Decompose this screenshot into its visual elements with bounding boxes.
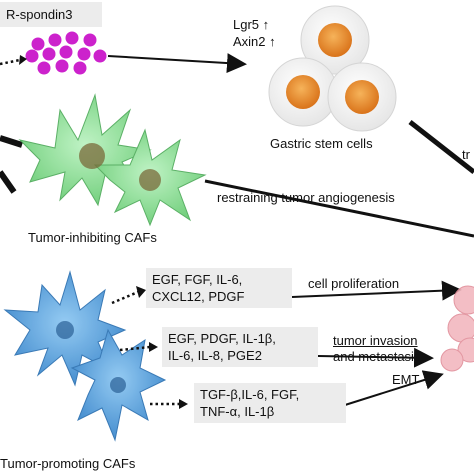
effect-emt: EMT xyxy=(392,372,420,387)
restraining-label: restraining tumor angiogenesis xyxy=(217,190,395,205)
effect-cell-proliferation: cell proliferation xyxy=(308,276,400,291)
effect-tumor-invasion: tumor invasion xyxy=(333,333,418,348)
factor-box-3-line-2: TNF-α, IL-1β xyxy=(200,404,275,419)
stem-cells-label: Gastric stem cells xyxy=(270,136,373,151)
factor-box-1: EGF, FGF, IL-6, CXCL12, PDGF xyxy=(146,268,292,308)
gastric-stem-cells xyxy=(268,5,397,132)
factor-box-3: TGF-β,IL-6, FGF, TNF-α, IL-1β xyxy=(194,383,346,423)
arrow-stem-to-right xyxy=(408,120,474,174)
inhibit-caf-label: Tumor-inhibiting CAFs xyxy=(28,230,157,245)
arrow-left-lower xyxy=(0,170,17,194)
arrow-to-stem xyxy=(107,53,247,74)
marker-axin2: Axin2 ↑ xyxy=(233,34,276,49)
rspondin-label-box: R-spondin3 xyxy=(0,2,102,27)
effect-metastasis: and metastasis xyxy=(333,349,421,364)
rspondin-dots xyxy=(25,31,107,75)
factor-box-3-line-1: TGF-β,IL-6, FGF, xyxy=(200,387,300,402)
factor-box-2: EGF, PDGF, IL-1β, IL-6, IL-8, PGE2 xyxy=(162,327,318,367)
factor-box-1-line-1: EGF, FGF, IL-6, xyxy=(152,272,243,287)
rspondin-label: R-spondin3 xyxy=(6,7,73,22)
marker-lgr5: Lgr5 ↑ xyxy=(233,17,270,32)
tumor-cells xyxy=(440,285,474,372)
promote-caf-cells xyxy=(3,270,167,442)
factor-box-1-line-2: CXCL12, PDGF xyxy=(152,289,245,304)
factor-box-2-line-2: IL-6, IL-8, PGE2 xyxy=(168,348,262,363)
dotted-arrow-left xyxy=(0,58,21,66)
arrow-restraining xyxy=(204,179,474,238)
inhibit-caf-cells xyxy=(18,93,207,227)
factor-box-2-line-1: EGF, PDGF, IL-1β, xyxy=(168,331,276,346)
promote-caf-label: Tumor-promoting CAFs xyxy=(0,456,136,471)
arrow-left-upper xyxy=(0,135,23,148)
cut-right-text: tr xyxy=(462,147,470,162)
